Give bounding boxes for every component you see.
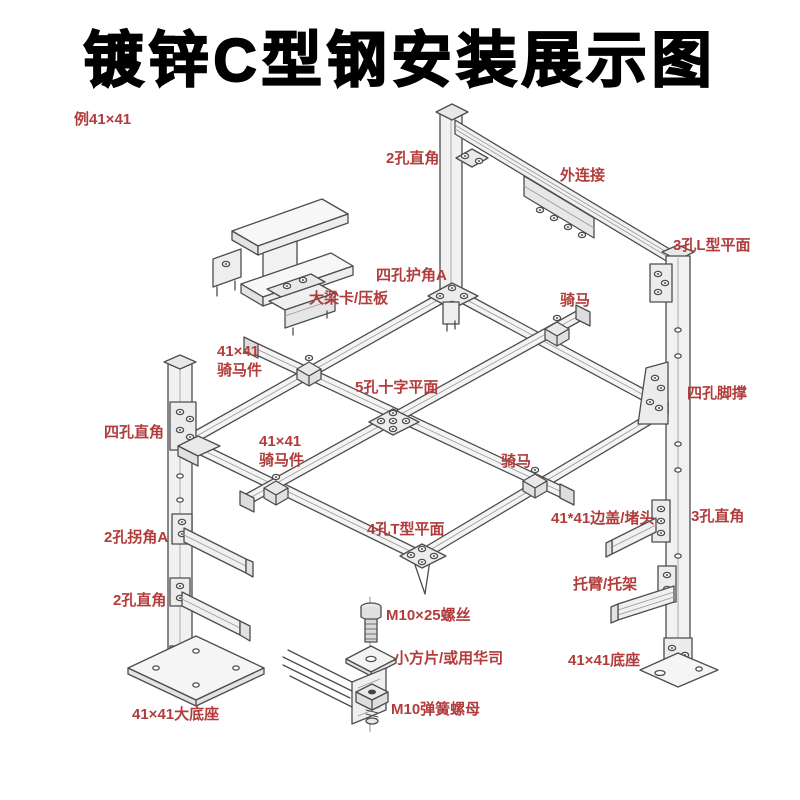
riding-clamp — [264, 473, 288, 505]
fastener-detail — [283, 597, 396, 732]
riding-clamp — [523, 466, 547, 498]
riding-clamp — [297, 354, 321, 386]
riding-clamp — [545, 314, 569, 346]
page-title: 镀锌C型钢安装展示图 — [82, 26, 717, 95]
grid-hardware — [264, 283, 668, 568]
i-beam-detail — [213, 199, 353, 335]
left-post — [128, 355, 264, 706]
right-post — [650, 256, 690, 660]
right-post-accessories — [606, 500, 718, 687]
